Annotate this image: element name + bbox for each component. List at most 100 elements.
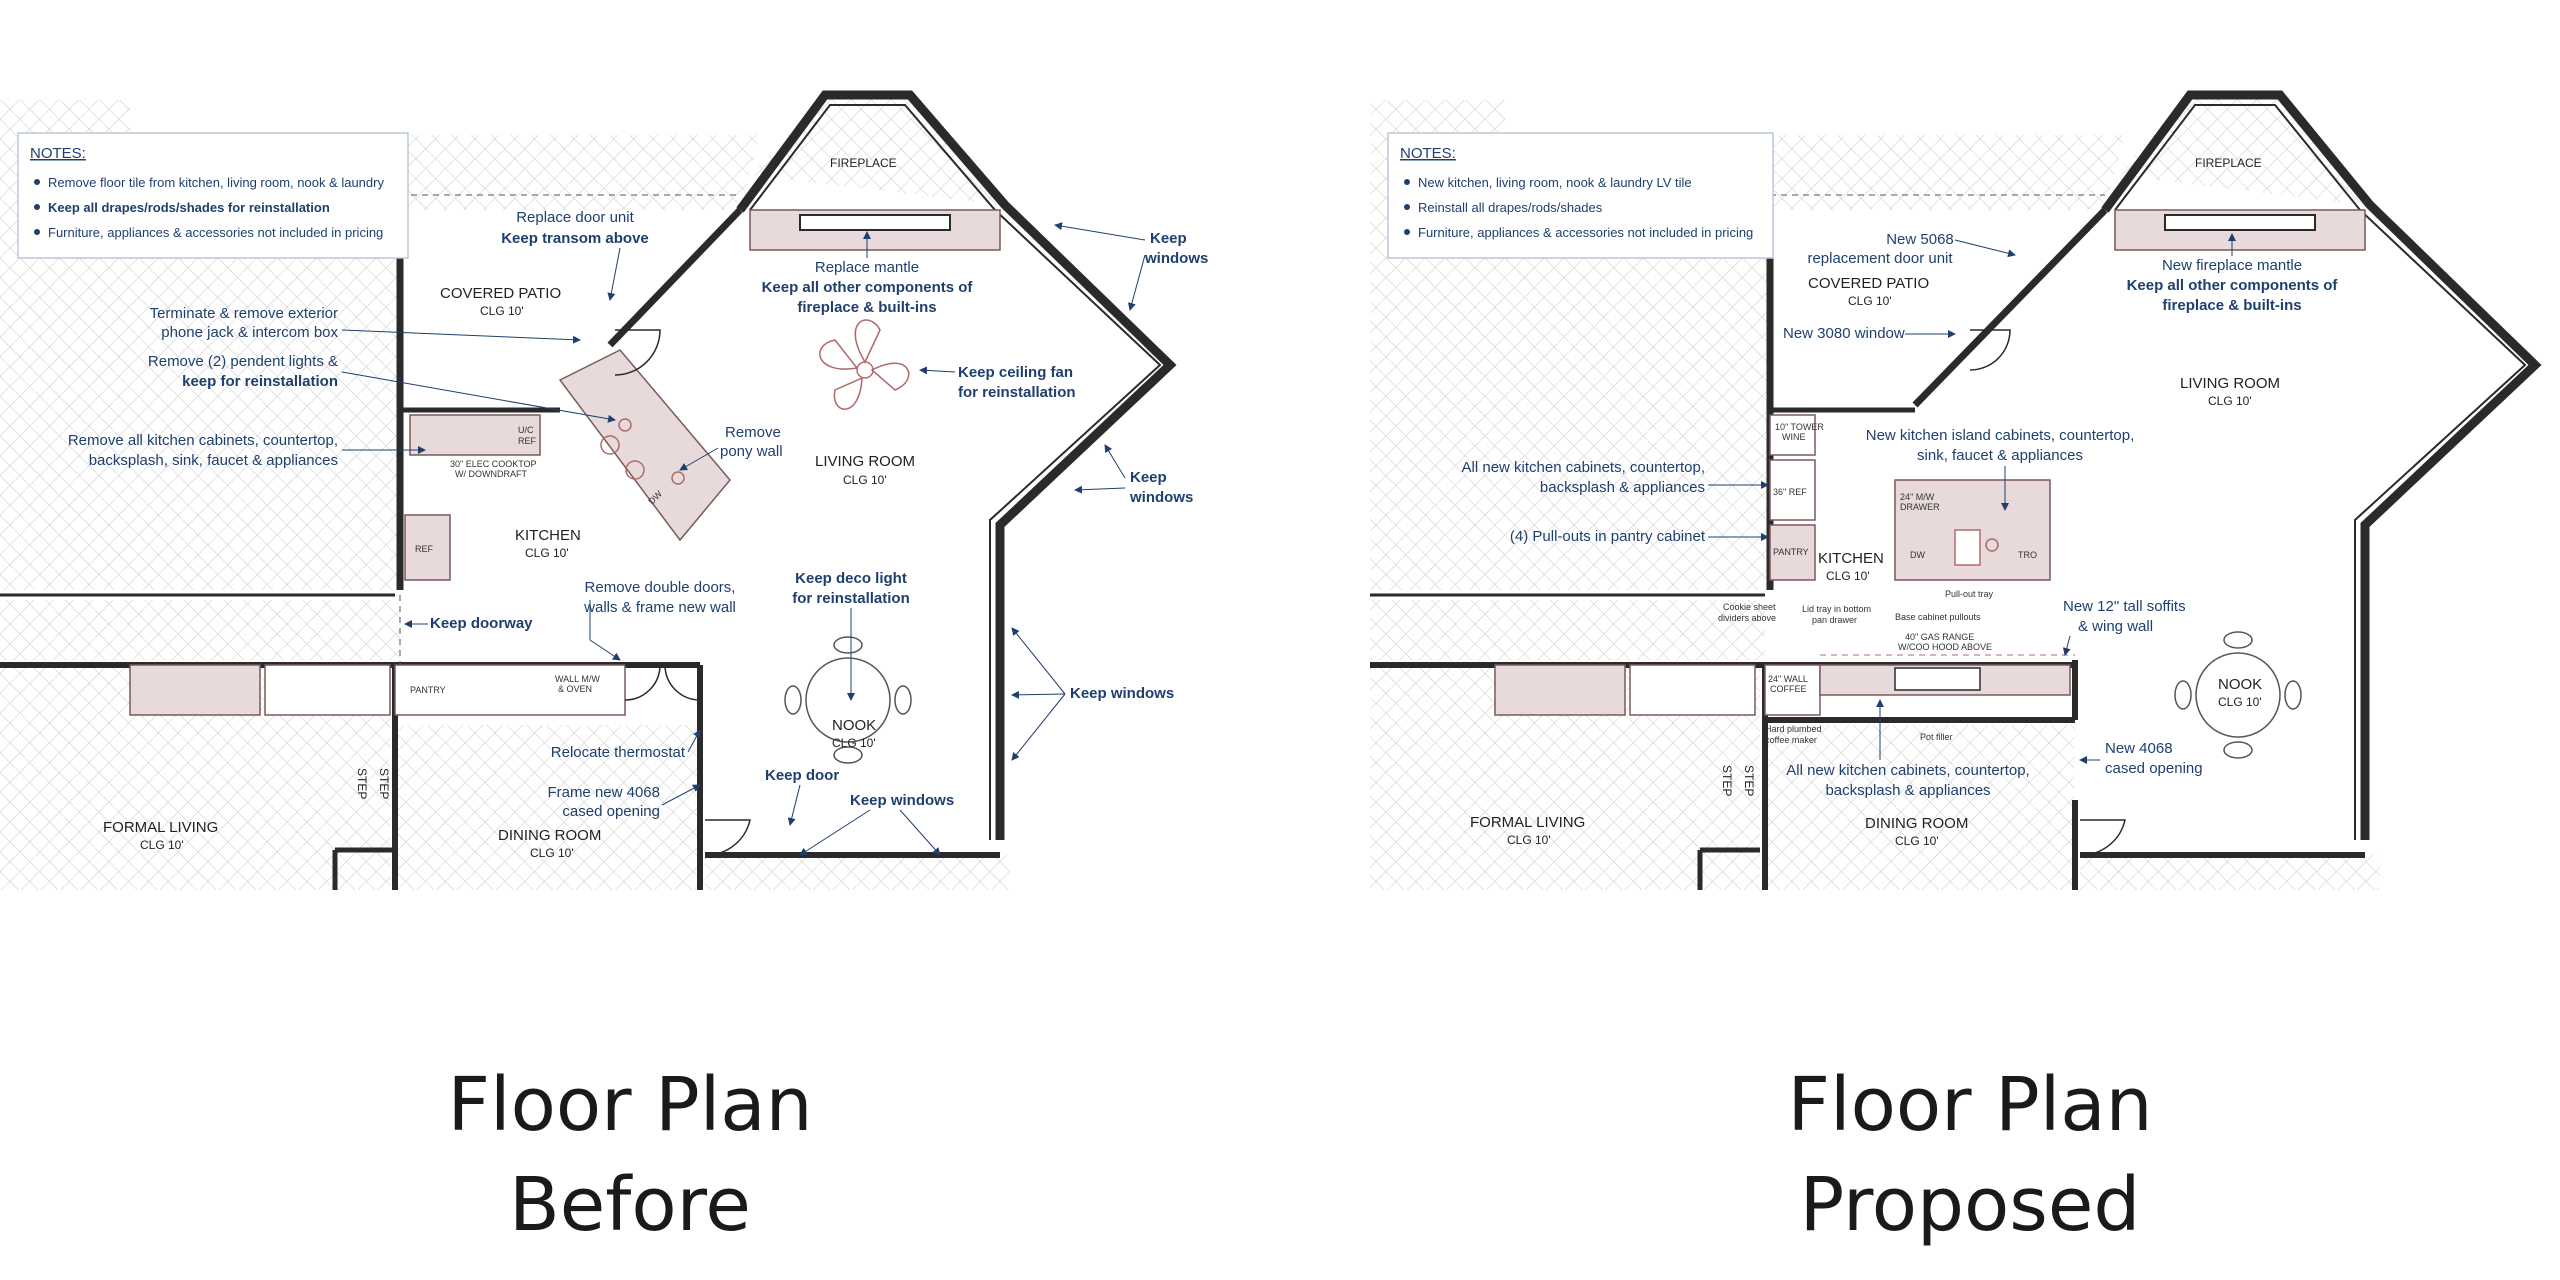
fixture-label: PANTRY [1773,547,1809,557]
room-label-dining-room: DINING ROOM [498,827,601,844]
room-clg: CLG 10' [1895,834,1939,848]
annotation-ceiling-fan: for reinstallation [958,384,1076,401]
before-note: Keep all drapes/rods/shades for reinstal… [48,200,330,215]
before-hatch-bottom [705,855,1010,890]
fixture-label: DRAWER [1900,502,1940,512]
annotation-door-5068: replacement door unit [1807,250,1953,267]
before-pantry-row [394,664,626,716]
before-nook-door [704,819,751,856]
annotation-keep-windows: Keep [1150,230,1187,247]
annotation-keep-doorway: Keep doorway [430,615,533,632]
proposed-hatch-top [1770,135,2125,210]
proposed-notes-title: NOTES: [1400,145,1456,162]
proposed-fixture-labels: 10" TOWER WINE 36" REF PANTRY 24" M/W DR… [1768,422,2037,694]
annotation-ceiling-fan: Keep ceiling fan [958,364,1073,381]
fixture-label: W/COO HOOD ABOVE [1898,642,1992,652]
before-pendant [618,418,632,432]
proposed-hatch-bottom [2080,855,2380,890]
room-clg: CLG 10' [1848,294,1892,308]
annotation-keep-windows: Keep [1130,469,1167,486]
fixture-label: 24" M/W [1900,492,1935,502]
before-annotations: Replace door unit Keep transom above Rep… [68,209,1208,856]
annotation-keep-windows: Keep windows [1070,685,1174,702]
before-pendant [671,471,685,485]
annotation-terminate: phone jack & intercom box [161,324,338,341]
annotation-lid-tray: Lid tray in bottom [1802,604,1871,614]
room-label-kitchen: KITCHEN [1818,550,1884,567]
fixture-label: WALL M/W [555,674,600,684]
fixture-label: 30" ELEC COOKTOP [450,459,537,469]
proposed-hatch-dining [1765,725,2075,890]
annotation-thermostat: Relocate thermostat [551,744,686,761]
room-clg: CLG 10' [1507,833,1551,847]
annotation-window-3080: New 3080 window [1783,325,1905,342]
floor-plan-drawings: NOTES: Remove floor tile from kitchen, l… [0,90,2542,890]
step-label: STEP [1742,765,1756,796]
annotation-pendent: keep for reinstallation [182,373,338,390]
room-label-fireplace: FIREPLACE [830,156,897,170]
proposed-patio-wall [1912,207,2108,408]
annotation-new-cabinets-2: backsplash & appliances [1825,782,1990,799]
fixture-label: 40" GAS RANGE [1905,632,1974,642]
proposed-island-sink [1954,529,1981,566]
before-kitchen-cabinet [409,414,541,456]
proposed-hatch-formal [1370,665,1760,890]
room-clg: CLG 10' [832,736,876,750]
before-ref-cabinet [404,514,451,581]
annotation-new-cabinets: All new kitchen cabinets, countertop, [1462,459,1705,476]
room-label-living-room: LIVING ROOM [2180,375,2280,392]
fixture-label: REF [415,544,434,554]
room-clg: CLG 10' [480,304,524,318]
annotation-pullout-tray: Pull-out tray [1945,589,1994,599]
proposed-notes-box: NOTES: New kitchen, living room, nook & … [1387,132,1774,259]
annotation-replace-mantle: Replace mantle [815,259,919,276]
fixture-label: DW [1910,550,1925,560]
annotation-pot-filler: Pot filler [1920,732,1953,742]
before-note: Furniture, appliances & accessories not … [48,225,383,240]
fixture-label: COFFEE [1770,684,1807,694]
room-label-formal-living: FORMAL LIVING [1470,814,1585,831]
room-clg: CLG 10' [2218,695,2262,709]
fixture-label: WINE [1782,432,1806,442]
annotation-door-5068: New 5068 [1886,231,1954,248]
annotation-keep-windows: windows [1129,489,1193,506]
caption-before: Floor Plan Before [230,1055,1030,1255]
annotation-fireplace-mantle: fireplace & built-ins [2162,297,2301,314]
room-clg: CLG 10' [525,546,569,560]
annotation-soffits: New 12" tall soffits [2063,598,2186,615]
room-label-fireplace: FIREPLACE [2195,156,2262,170]
annotation-lid-tray: pan drawer [1812,615,1857,625]
annotation-remove-cabinets: backsplash, sink, faucet & appliances [89,452,338,469]
room-clg: CLG 10' [843,473,887,487]
annotation-terminate: Terminate & remove exterior [150,305,338,322]
before-sink [600,435,620,455]
annotation-coffee-maker: Hard plumbed [1765,724,1822,734]
annotation-cookie-sheet: Cookie sheet [1723,602,1776,612]
step-label: STEP [355,768,369,799]
before-cabinet-row [129,664,261,716]
before-notes-title: NOTES: [30,145,86,162]
room-label-nook: NOOK [2218,676,2262,693]
proposed-wine-tower [1769,414,1816,456]
before-nook-table [784,636,912,764]
fixture-label: 24" WALL [1768,674,1808,684]
before-ceiling-fan [819,319,910,410]
before-hatch-dining [395,725,700,890]
annotation-soffits: & wing wall [2078,618,2153,635]
annotation-pullouts: (4) Pull-outs in pantry cabinet [1510,528,1706,545]
annotation-remove-cabinets: Remove all kitchen cabinets, countertop, [68,432,338,449]
room-label-covered-patio: COVERED PATIO [1808,275,1929,292]
annotation-base-pullouts: Base cabinet pullouts [1895,612,1981,622]
annotation-replace-door: Keep transom above [501,230,649,247]
before-kitchen-peninsula [558,349,731,542]
room-label-dining-room: DINING ROOM [1865,815,1968,832]
step-label: STEP [377,768,391,799]
before-patio-door [614,329,661,376]
proposed-island-prep [1985,538,1999,552]
caption-proposed-line1: Floor Plan [1787,1062,2153,1148]
proposed-note: Furniture, appliances & accessories not … [1418,225,1753,240]
before-hatch-fireplace [750,95,1000,205]
room-label-covered-patio: COVERED PATIO [440,285,561,302]
annotation-fireplace-mantle: New fireplace mantle [2162,257,2302,274]
annotation-pony-wall: pony wall [720,443,783,460]
